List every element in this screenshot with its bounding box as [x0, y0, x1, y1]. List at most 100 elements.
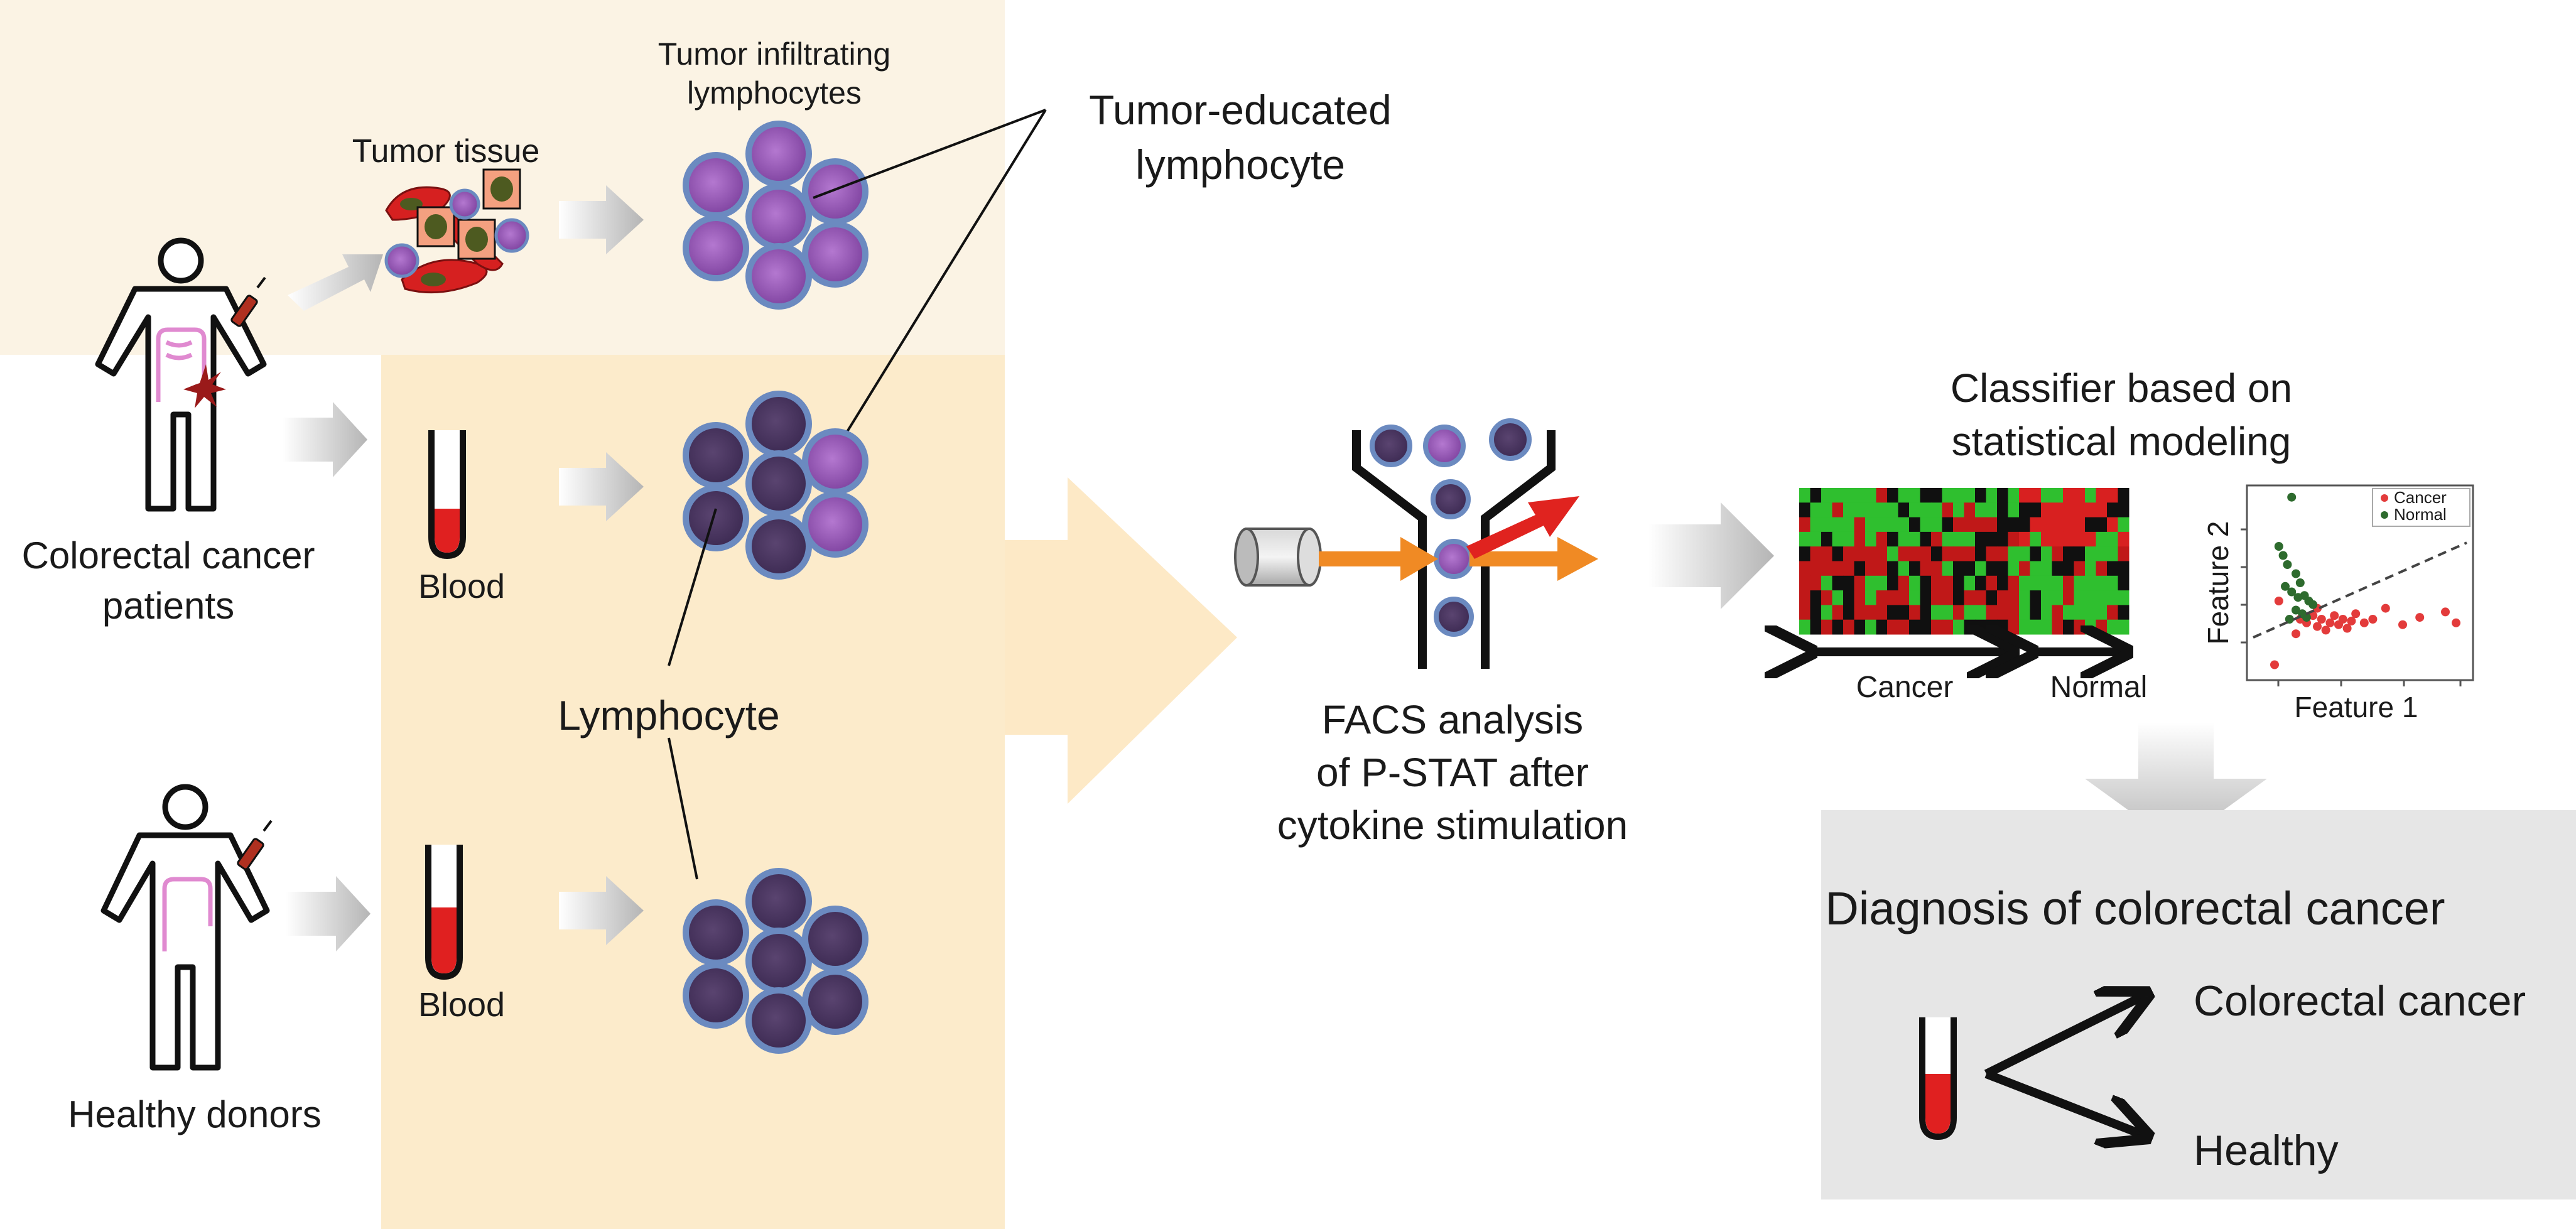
heatmap-cell [1942, 605, 1954, 620]
arrow-to-cancer-outcome [1984, 995, 2145, 1078]
scatter-point-cancer [2441, 607, 2450, 617]
heatmap-cell [1964, 502, 1976, 518]
blood-label-donor: Blood [418, 986, 505, 1024]
heatmap-cell [2074, 517, 2086, 533]
heatmap-cell [2118, 546, 2130, 561]
heatmap-cell [1953, 531, 1964, 547]
heatmap-cell [1799, 517, 1810, 533]
heatmap-cell [1920, 561, 1932, 577]
heatmap-cell [2118, 531, 2130, 547]
heatmap-cell [1843, 619, 1854, 635]
arrow-to-lymph-patient [559, 452, 644, 521]
heatmap-cell [1964, 605, 1976, 620]
heatmap-cell [1964, 561, 1976, 577]
heatmap-cell [1997, 605, 2008, 620]
laser-forward-scatter [1469, 537, 1598, 581]
heatmap-cell [2052, 531, 2064, 547]
heatmap-cell [1843, 517, 1854, 533]
heatmap-cell [2096, 546, 2108, 561]
scatter-x-label: Feature 1 [2295, 691, 2418, 723]
heatmap-cell [2030, 590, 2042, 605]
heatmap-cell [1964, 517, 1976, 533]
intestine-icon [156, 327, 207, 402]
scatter-point-normal [2278, 551, 2288, 560]
tumor-educated-line1: Tumor-educated [1089, 87, 1392, 133]
heatmap-cell [1909, 488, 1920, 503]
heatmap-cell [1997, 546, 2008, 561]
heatmap-cell [2008, 575, 2020, 591]
heatmap-cell [1832, 531, 1844, 547]
heatmap-cell [1953, 561, 1964, 577]
heatmap-cell [1821, 561, 1832, 577]
heatmap-cell [1975, 575, 1986, 591]
heatmap-cell [1964, 619, 1976, 635]
heatmap-cell [2085, 561, 2096, 577]
heatmap-cell [1832, 502, 1844, 518]
lymphocyte-label: Lymphocyte [558, 692, 779, 739]
heatmap-cell [2096, 502, 2108, 518]
heatmap-cell [1975, 531, 1986, 547]
heatmap-cell [1799, 531, 1810, 547]
heatmap-cell [2063, 575, 2074, 591]
heatmap-cell [2030, 517, 2042, 533]
heatmap-cell [2107, 605, 2118, 620]
heatmap-cell [1832, 575, 1844, 591]
scatter-y-label: Feature 2 [2202, 521, 2234, 645]
blood-label-patient: Blood [418, 568, 505, 605]
tumor-educated-line2: lymphocyte [1135, 141, 1345, 188]
heatmap-cell [1810, 561, 1822, 577]
heatmap-cell [1865, 502, 1876, 518]
heatmap-cell [2118, 619, 2130, 635]
heatmap-cell [2052, 605, 2064, 620]
heatmap-cell [1975, 561, 1986, 577]
heatmap-cell [2041, 488, 2052, 503]
heatmap-cell [1986, 546, 1998, 561]
outcome-healthy: Healthy [2194, 1127, 2339, 1174]
heatmap-cell [2096, 561, 2108, 577]
heatmap-cell [2030, 502, 2042, 518]
heatmap-cell [1898, 561, 1910, 577]
scatter-point-normal [2292, 569, 2300, 578]
heatmap-cell [2085, 575, 2096, 591]
heatmap-cell [1997, 575, 2008, 591]
heatmap-cell [1931, 575, 1942, 591]
scatter-point-cancer [2359, 618, 2369, 627]
heatmap-cell [2008, 502, 2020, 518]
heatmap-cell [1953, 619, 1964, 635]
heatmap-cell [1843, 488, 1854, 503]
scatter-point-cancer [2325, 618, 2335, 627]
heatmap-cell [1975, 605, 1986, 620]
heatmap-cell [1942, 531, 1954, 547]
heatmap-cell [2107, 575, 2118, 591]
heatmap-cell [1964, 590, 1976, 605]
heatmap-cell [2030, 605, 2042, 620]
heatmap-cancer-label: Cancer [1856, 671, 1954, 704]
heatmap-cell [2041, 531, 2052, 547]
heatmap-cell [2096, 575, 2108, 591]
heatmap-cell [1876, 590, 1888, 605]
heatmap-cell [1810, 605, 1822, 620]
heatmap-cell [1865, 605, 1876, 620]
scatter-point-cancer [2321, 625, 2330, 635]
scatter-point-cancer [2317, 615, 2326, 624]
arrow-to-til [559, 185, 644, 254]
heatmap-cell [1854, 575, 1866, 591]
heatmap-cell [1887, 502, 1898, 518]
heatmap-cell [1876, 502, 1888, 518]
scatter-point-normal [2281, 582, 2290, 591]
scatter-point-cancer [2368, 615, 2378, 624]
heatmap-cell [1975, 546, 1986, 561]
legend-cancer-marker [2381, 494, 2388, 502]
heatmap-cell [2030, 575, 2042, 591]
heatmap-cell [1975, 590, 1986, 605]
arrow-to-classifier [1648, 502, 1774, 609]
heatmap-cell [2019, 619, 2030, 635]
heatmap-cell [1832, 605, 1844, 620]
legend-normal-label: Normal [2394, 505, 2447, 524]
heatmap-cell [2052, 575, 2064, 591]
donor-syringe-icon [237, 820, 273, 870]
diagnosis-blood-tube [1919, 1017, 1957, 1140]
heatmap-cell [1909, 619, 1920, 635]
til-label-line1: Tumor infiltrating [658, 36, 890, 72]
scatter-point-normal [2308, 600, 2318, 609]
